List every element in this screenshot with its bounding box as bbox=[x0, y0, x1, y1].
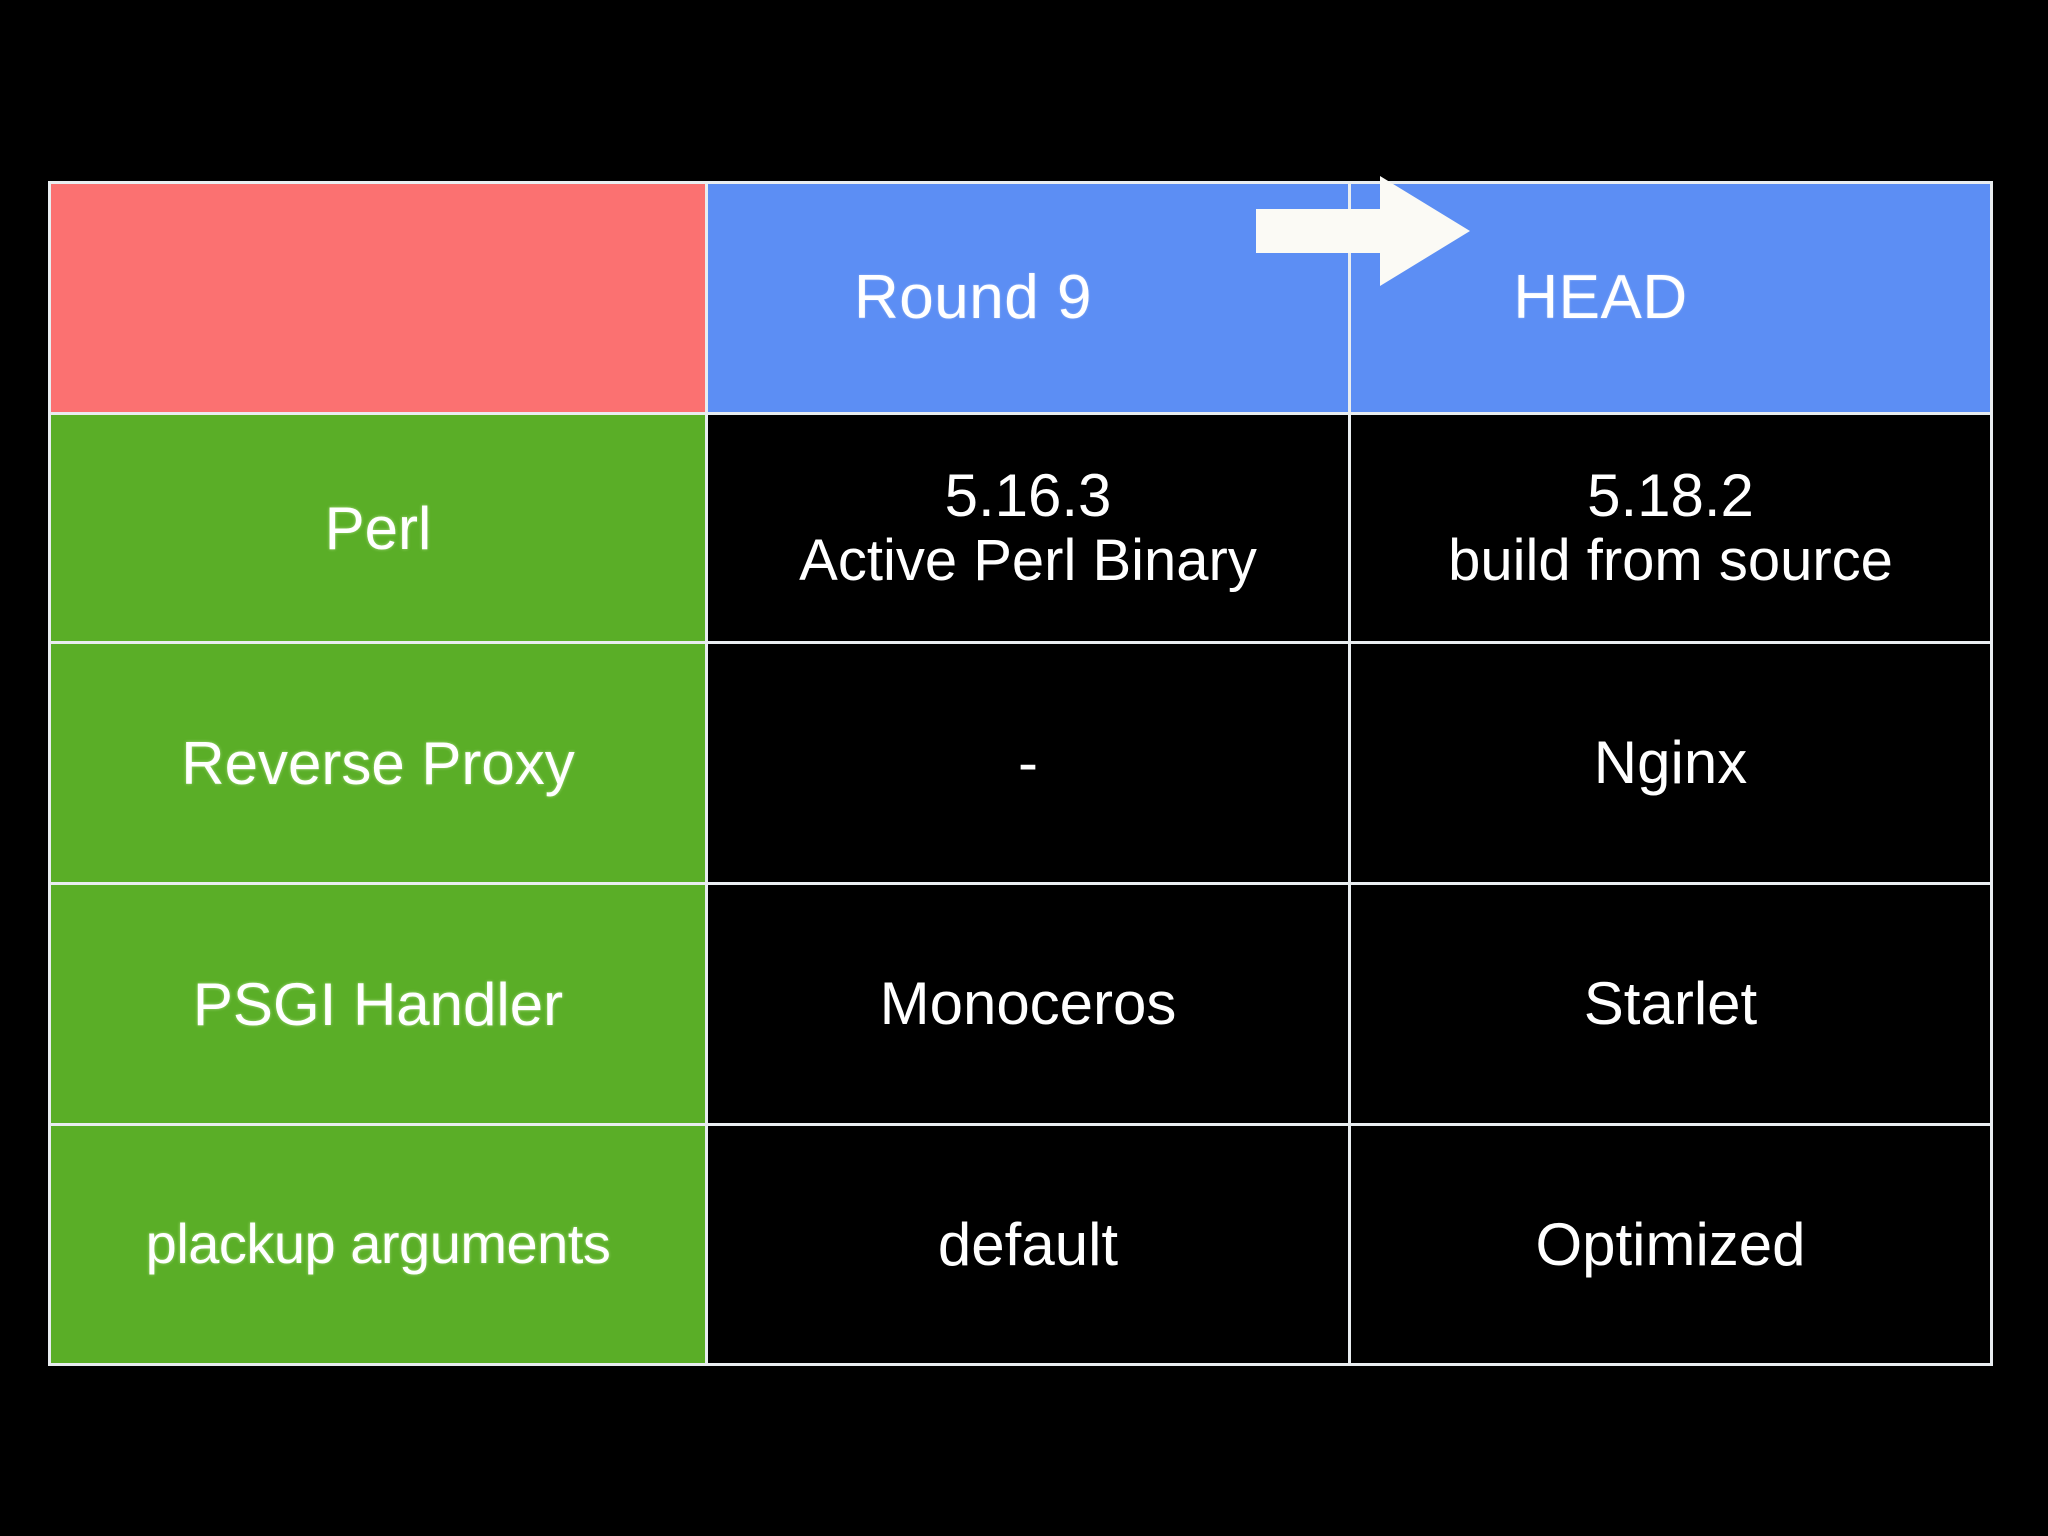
cell-perl-round9: 5.16.3 Active Perl Binary bbox=[705, 412, 1351, 644]
row-label-perl: Perl bbox=[48, 412, 708, 644]
cell-reverse-proxy-head: Nginx bbox=[1348, 641, 1993, 885]
table-row: Reverse Proxy - Nginx bbox=[48, 641, 1993, 885]
cell-psgi-handler-round9-value: Monoceros bbox=[879, 970, 1177, 1038]
column-header-head: HEAD bbox=[1348, 181, 1993, 415]
column-header-round9: Round 9 bbox=[705, 181, 1351, 415]
cell-perl-head: 5.18.2 build from source bbox=[1348, 412, 1993, 644]
cell-perl-round9-note: Active Perl Binary bbox=[799, 528, 1257, 594]
cell-reverse-proxy-round9-value: - bbox=[1018, 729, 1038, 797]
cell-perl-head-note: build from source bbox=[1448, 528, 1893, 594]
cell-plackup-arguments-head: Optimized bbox=[1348, 1123, 1993, 1366]
column-header-head-label: HEAD bbox=[1513, 263, 1688, 332]
cell-plackup-arguments-round9-value: default bbox=[937, 1210, 1119, 1278]
table-row: PSGI Handler Monoceros Starlet bbox=[48, 882, 1993, 1126]
table-header-row: Round 9 HEAD bbox=[48, 181, 1993, 415]
cell-plackup-arguments-round9: default bbox=[705, 1123, 1351, 1366]
cell-plackup-arguments-head-value: Optimized bbox=[1535, 1210, 1806, 1278]
table-corner-cell bbox=[48, 181, 708, 415]
cell-perl-head-version: 5.18.2 bbox=[1587, 461, 1754, 529]
cell-perl-round9-version: 5.16.3 bbox=[944, 461, 1112, 529]
cell-psgi-handler-head-value: Starlet bbox=[1583, 970, 1758, 1038]
row-label-psgi-handler: PSGI Handler bbox=[48, 882, 708, 1126]
cell-reverse-proxy-head-value: Nginx bbox=[1593, 729, 1748, 797]
row-label-plackup-arguments: plackup arguments bbox=[48, 1123, 708, 1366]
comparison-table: Round 9 HEAD Perl 5.16.3 Active Perl Bin… bbox=[48, 181, 1993, 1366]
cell-psgi-handler-round9: Monoceros bbox=[705, 882, 1351, 1126]
table-row: Perl 5.16.3 Active Perl Binary 5.18.2 bu… bbox=[48, 412, 1993, 644]
table-row: plackup arguments default Optimized bbox=[48, 1123, 1993, 1366]
column-header-round9-label: Round 9 bbox=[854, 263, 1092, 332]
cell-psgi-handler-head: Starlet bbox=[1348, 882, 1993, 1126]
row-label-reverse-proxy: Reverse Proxy bbox=[48, 641, 708, 885]
cell-reverse-proxy-round9: - bbox=[705, 641, 1351, 885]
